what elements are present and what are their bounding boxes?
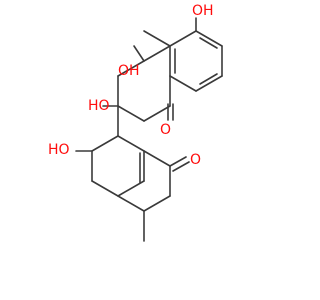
atom-labels: OH OH HO HO O O <box>48 3 214 168</box>
carbonyl-oxygen-label: O <box>160 122 171 138</box>
ketone-oxygen-label: O <box>190 152 201 168</box>
bond <box>195 30 223 47</box>
bond <box>169 75 197 92</box>
bond <box>199 73 218 85</box>
bond <box>91 180 119 197</box>
hydroxyl-label: OH <box>192 3 214 19</box>
hydroxyl-label: HO <box>88 98 110 114</box>
bond-lines <box>75 17 223 242</box>
bond <box>143 195 171 212</box>
hydroxyl-label: OH <box>118 63 140 79</box>
hydroxyl-label: HO <box>48 142 70 158</box>
bond <box>133 45 145 62</box>
bond <box>117 195 145 212</box>
bond <box>143 150 171 167</box>
bond <box>143 30 171 47</box>
bond <box>195 75 223 92</box>
bond <box>117 135 145 152</box>
molecule-canvas: OH OH HO HO O O <box>48 3 223 242</box>
bond <box>169 30 197 47</box>
bond <box>91 135 119 152</box>
bond <box>117 60 145 77</box>
bond <box>169 156 187 167</box>
bond <box>117 105 145 122</box>
bond <box>172 161 190 172</box>
bond <box>143 45 171 62</box>
bond <box>199 37 218 49</box>
bond <box>143 105 171 122</box>
molecule-structure: OH OH HO HO O O <box>48 3 223 242</box>
